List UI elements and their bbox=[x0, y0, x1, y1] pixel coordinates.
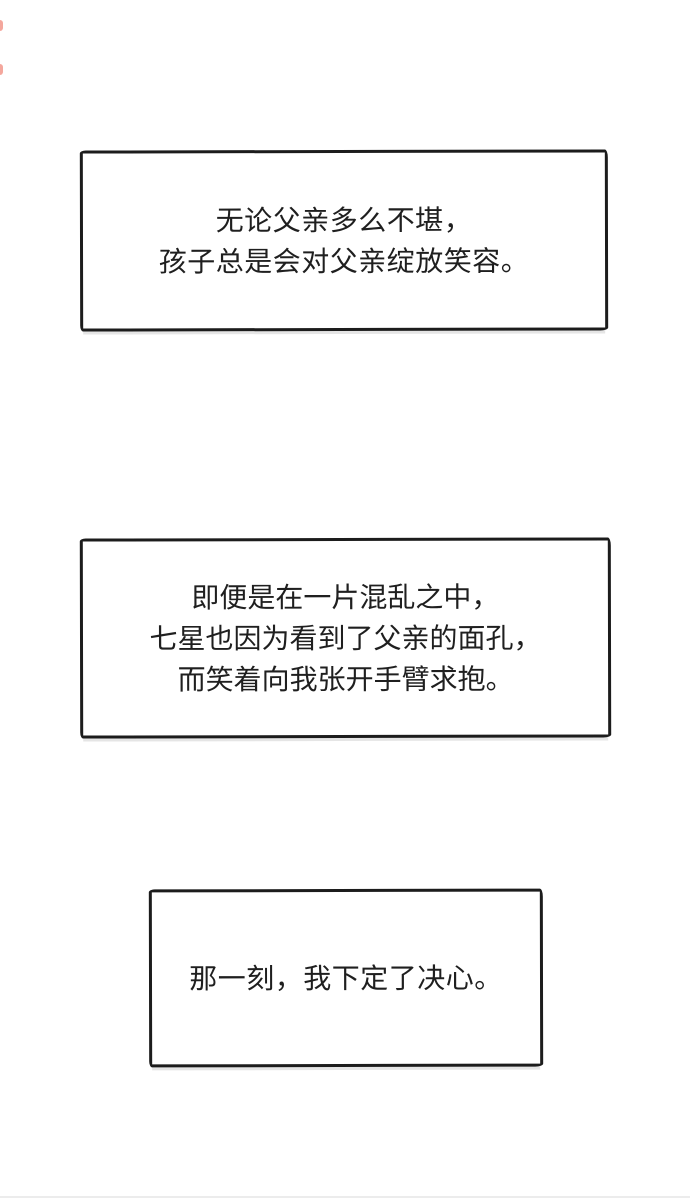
narration-text-line: 而笑着向我张开手臂求抱。 bbox=[177, 663, 514, 695]
narration-text-line: 孩子总是会对父亲绽放笑容。 bbox=[158, 245, 530, 277]
red-edge-mark bbox=[0, 20, 3, 31]
red-edge-mark bbox=[0, 64, 3, 75]
narration-box-1: 无论父亲多么不堪， 孩子总是会对父亲绽放笑容。 bbox=[79, 149, 609, 332]
narration-text-line: 那一刻，我下定了决心。 bbox=[189, 962, 503, 994]
narration-text-line: 无论父亲多么不堪， bbox=[215, 204, 473, 236]
narration-box-2: 即便是在一片混乱之中， 七星也因为看到了父亲的面孔， 而笑着向我张开手臂求抱。 bbox=[79, 537, 612, 739]
narration-box-3: 那一刻，我下定了决心。 bbox=[148, 888, 544, 1068]
bottom-edge-line bbox=[0, 1196, 690, 1198]
narration-text-line: 即便是在一片混乱之中， bbox=[191, 581, 500, 613]
narration-text-line: 七星也因为看到了父亲的面孔， bbox=[149, 622, 542, 654]
